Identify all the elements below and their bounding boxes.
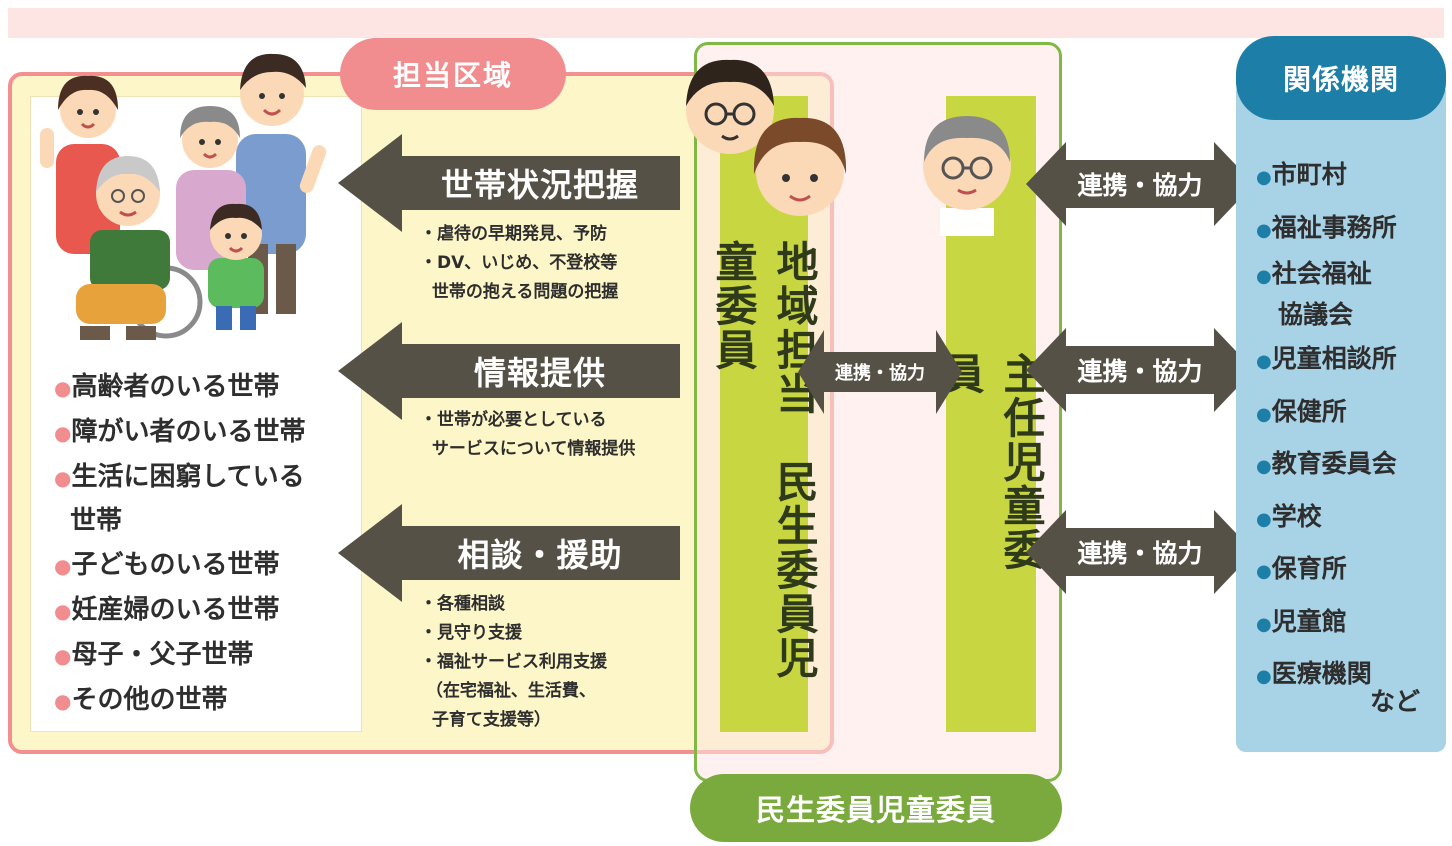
district-label: 担当区域 — [340, 38, 566, 110]
agency-item: ●保育所 — [1256, 554, 1347, 583]
commissioner-group-label: 民生委員児童委員 — [690, 774, 1062, 842]
agency-list: ●市町村 ●福祉事務所 ●社会福祉 協議会 ●児童相談所 ●保健所 ●教育委員会… — [1256, 150, 1397, 702]
action-notes: ・各種相談 ・見守り支援 ・福祉サービス利用支援 （在宅福祉、生活費、 子育て支… — [420, 594, 607, 730]
action-notes: ・世帯が必要としている サービスについて情報提供 — [420, 410, 636, 459]
coop-arrow-agencies-3: 連携・協力 — [1026, 510, 1254, 594]
household-item-continued: 世帯 — [70, 506, 123, 537]
agency-item: ●児童相談所 — [1256, 344, 1397, 373]
family-illustration — [40, 53, 327, 340]
action-notes: ・虐待の早期発見、予防 ・DV、いじめ、不登校等 世帯の抱える問題の把握 — [420, 224, 619, 302]
coop-arrow-commissioners: 連携・協力 — [798, 330, 962, 414]
agency-item: ●社会福祉 — [1256, 259, 1372, 288]
agencies-etc: など — [1370, 687, 1421, 716]
male-commissioner-face — [686, 59, 774, 154]
grandfather-figure — [76, 156, 203, 340]
agency-item: ●医療機関 — [1256, 659, 1372, 688]
coop-label: 連携・協力 — [1064, 528, 1216, 576]
chief-commissioner-face-illustration — [923, 116, 1011, 236]
top-band — [8, 8, 1444, 38]
local-commissioner-label: 地域担当 民生委員児童委員 — [709, 240, 819, 680]
household-item: ●母子・父子世帯 — [54, 639, 254, 670]
coop-arrow-agencies-2: 連携・協力 — [1026, 328, 1254, 412]
agencies-title: 関係機関 — [1236, 36, 1446, 120]
action-arrow-information: 情報提供 — [338, 322, 680, 420]
child-figure — [208, 203, 264, 330]
female-commissioner-face — [753, 117, 847, 216]
agency-item: ●保健所 — [1256, 396, 1347, 426]
action-label: 相談・援助 — [400, 526, 680, 580]
household-list: ●高齢者のいる世帯 ●障がい者のいる世帯 ●生活に困窮している 世帯 ●子どもの… — [54, 366, 305, 723]
agency-item-continued: 協議会 — [1278, 300, 1354, 329]
agency-item: ●児童館 — [1256, 606, 1347, 636]
household-item: ●その他の世帯 — [54, 684, 228, 715]
coop-arrow-agencies-1: 連携・協力 — [1026, 142, 1254, 226]
agency-item: ●市町村 — [1256, 160, 1347, 189]
action-arrow-consultation: 相談・援助 — [338, 504, 680, 602]
coop-label: 連携・協力 — [822, 352, 938, 392]
action-arrow-situation: 世帯状況把握 — [338, 134, 680, 232]
action-label: 世帯状況把握 — [400, 156, 680, 210]
commissioner-faces-illustration — [686, 59, 847, 216]
household-item: ●子どものいる世帯 — [54, 550, 280, 581]
agency-item: ●教育委員会 — [1256, 449, 1397, 478]
household-item: ●高齢者のいる世帯 — [54, 372, 280, 402]
household-item: ●妊産婦のいる世帯 — [54, 594, 280, 625]
coop-label: 連携・協力 — [1064, 160, 1216, 208]
coop-label: 連携・協力 — [1064, 346, 1216, 394]
agency-item: ●学校 — [1256, 501, 1322, 531]
household-item: ●生活に困窮している — [54, 461, 305, 492]
action-label: 情報提供 — [400, 344, 680, 398]
agency-item: ●福祉事務所 — [1256, 212, 1397, 242]
household-item: ●障がい者のいる世帯 — [54, 416, 306, 447]
father-figure — [236, 53, 327, 314]
agencies-panel — [1236, 90, 1446, 752]
